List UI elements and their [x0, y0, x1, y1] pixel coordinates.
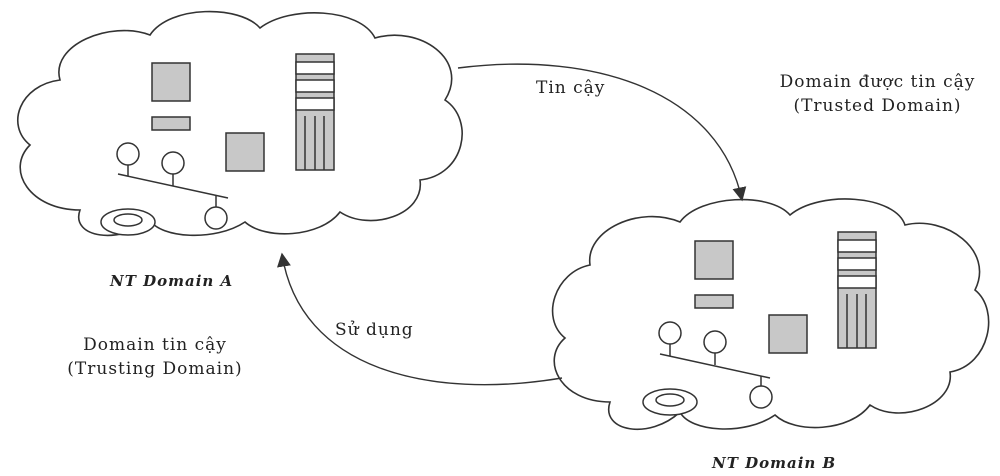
- network-bus-icon: [116, 142, 229, 230]
- domain-b-name: NT Domain B: [712, 454, 837, 472]
- trusted-domain-label: Domain được tin cậy (Trusted Domain): [760, 72, 995, 116]
- rack-server-icon: [295, 53, 335, 171]
- disk-icon: [100, 208, 156, 236]
- server-icon: [225, 132, 265, 172]
- use-arrow: [277, 252, 563, 386]
- cloud-domain-b: [551, 198, 990, 431]
- workstation-base-icon: [151, 116, 191, 131]
- trust-arrow: [457, 63, 747, 202]
- use-label: Sử dụng: [335, 320, 414, 340]
- network-bus-icon: [658, 321, 773, 409]
- trusting-domain-line1: Domain tin cậy: [83, 335, 227, 355]
- server-icon: [768, 314, 808, 354]
- workstation-base-icon: [694, 294, 734, 309]
- workstation-monitor-icon: [151, 62, 191, 102]
- domain-a-name: NT Domain A: [110, 272, 234, 290]
- trusting-domain-label: Domain tin cậy (Trusting Domain): [40, 335, 270, 379]
- disk-icon: [642, 388, 698, 416]
- devices-domain-a: [100, 53, 335, 236]
- trust-label: Tin cậy: [536, 78, 606, 98]
- devices-domain-b: [642, 231, 877, 416]
- trusted-domain-line1: Domain được tin cậy: [779, 72, 976, 92]
- rack-server-icon: [837, 231, 877, 349]
- workstation-monitor-icon: [694, 240, 734, 280]
- trusted-domain-line2: (Trusted Domain): [793, 96, 962, 116]
- cloud-domain-a: [17, 10, 463, 237]
- trusting-domain-line2: (Trusting Domain): [67, 359, 243, 379]
